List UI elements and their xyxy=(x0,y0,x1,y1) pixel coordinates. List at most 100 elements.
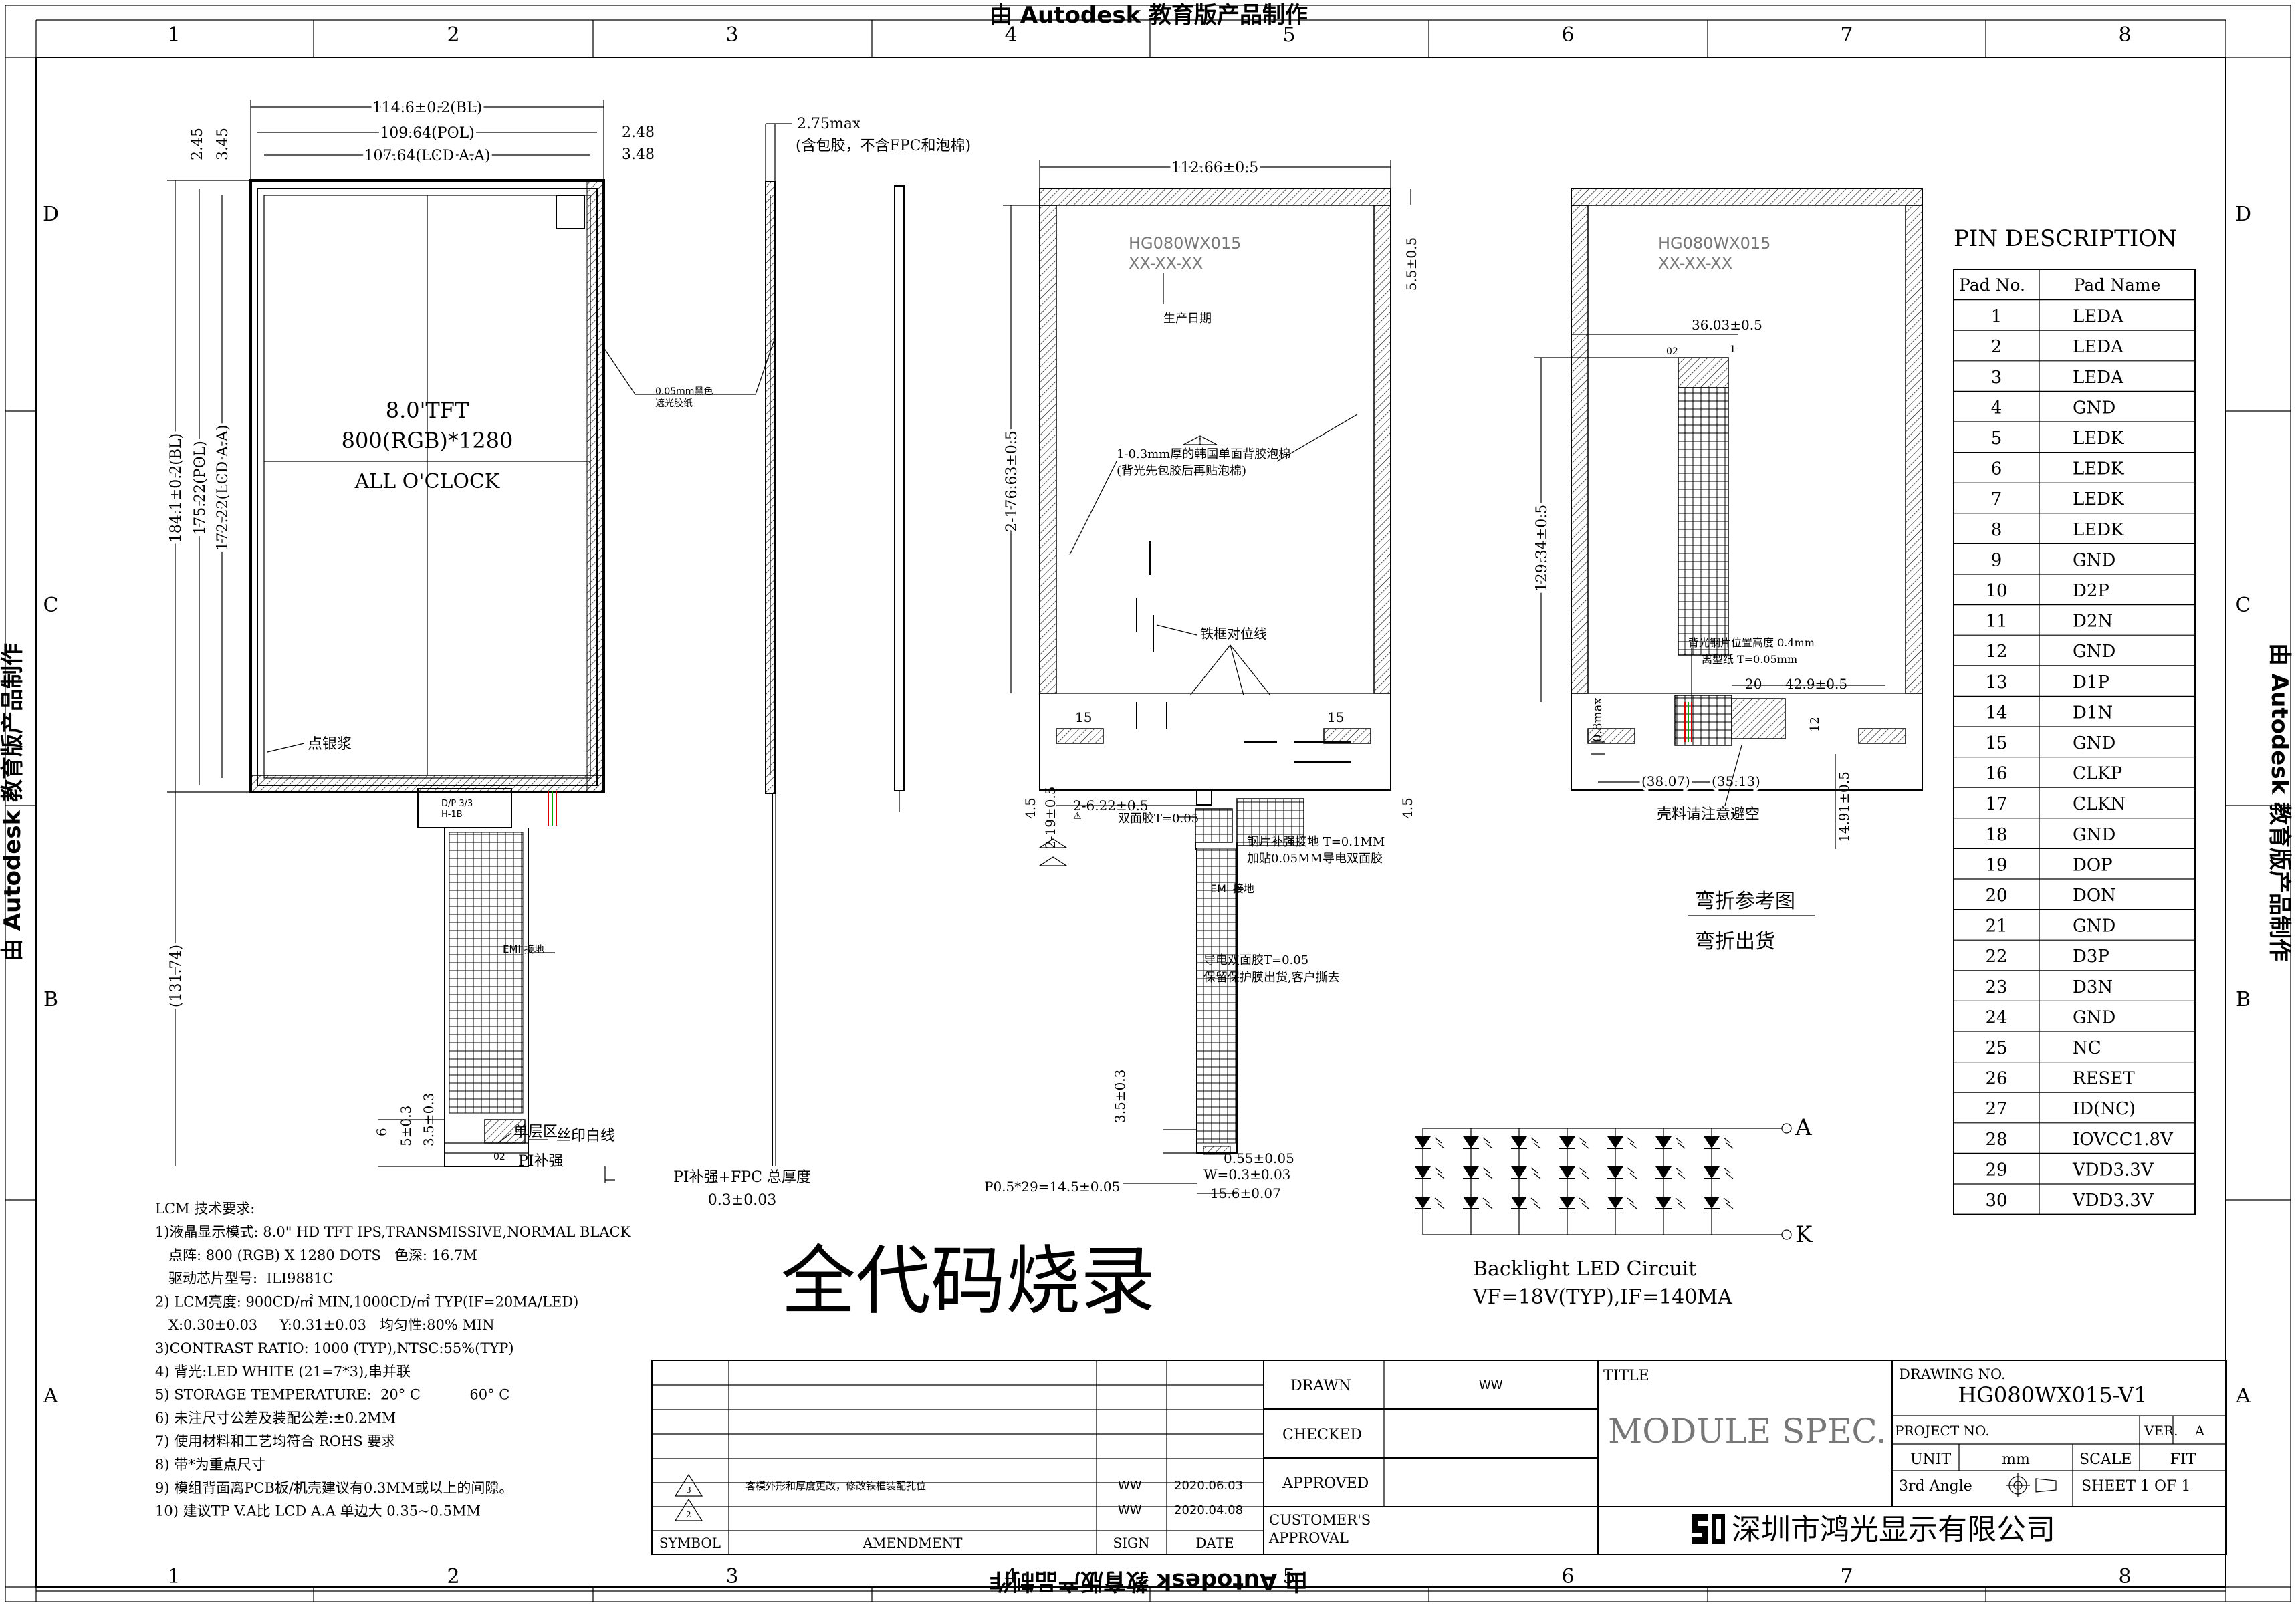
silver-paste-label: 点银浆 xyxy=(308,736,352,753)
pin-name: GND xyxy=(2073,398,2115,418)
angle-label: 3rd Angle xyxy=(1899,1478,1972,1495)
fpc-marking-line2: H-1B xyxy=(441,810,463,820)
pin-name: GND xyxy=(2073,642,2115,662)
pin-name: LEDK xyxy=(2073,428,2124,449)
pin-name: VDD3.3V xyxy=(2072,1160,2154,1180)
back-model-code: XX-XX-XX xyxy=(1129,254,1203,273)
dim-aa-width: 107.64(LCD A.A) xyxy=(364,148,491,164)
pin-number: 2 xyxy=(1991,337,2002,357)
watermark-bottom: 由 Autodesk 教育版产品制作 xyxy=(990,1568,1308,1594)
col-label-top: 3 xyxy=(725,23,738,47)
requirement-line: 点阵: 800 (RGB) X 1280 DOTS 色深: 16.7M xyxy=(155,1247,477,1263)
pin-name: LEDA xyxy=(2073,337,2124,357)
header-amendment: AMENDMENT xyxy=(863,1535,963,1551)
dim-thickness: 2.75max xyxy=(797,116,861,132)
dim-08: 0.8max xyxy=(1591,697,1605,742)
requirement-line: 驱动芯片型号: ILI9881C xyxy=(155,1271,334,1287)
svg-text:!: ! xyxy=(1198,437,1202,447)
unit-value: mm xyxy=(2002,1451,2030,1468)
amendment-table: 3 2 客模外形和厚度更改，修改铁框装配孔位 WW 2020.06.03 WW … xyxy=(652,1360,1264,1554)
scale-label: SCALE xyxy=(2079,1451,2132,1468)
pin-number: 30 xyxy=(1985,1191,2007,1211)
single-layer-label: 单层区 xyxy=(513,1124,558,1140)
requirement-line: 6) 未注尺寸公差及装配公差:±0.2MM xyxy=(155,1410,396,1426)
pin-number: 1 xyxy=(1991,307,2002,327)
pin-name: DOP xyxy=(2073,855,2113,875)
led-diode-icon xyxy=(1704,1197,1720,1209)
col-label-top: 5 xyxy=(1282,23,1295,47)
dim-aa-height: 172.22(LCD A.A) xyxy=(215,425,231,551)
pin-number: 23 xyxy=(1985,977,2007,997)
bend-pad1: 1 xyxy=(1730,344,1736,355)
dim-fpc-length: (131.74) xyxy=(168,945,185,1007)
pin-number: 26 xyxy=(1985,1069,2007,1089)
led-circuit: A K Backlight LED Circuit VF=18V(TYP),IF… xyxy=(1415,1114,1813,1309)
col-label-top: 2 xyxy=(447,23,459,47)
drawn-label: DRAWN xyxy=(1290,1378,1351,1394)
amendment-1-text: 客模外形和厚度更改，修改铁框装配孔位 xyxy=(745,1480,926,1492)
led-diode-icon xyxy=(1415,1197,1431,1209)
svg-text:⚠: ⚠ xyxy=(1073,811,1082,822)
col-label-bottom: 4 xyxy=(1004,1565,1017,1588)
bend-ref-subtitle: 弯折出货 xyxy=(1695,930,1775,953)
watermark-right: 由 Autodesk 教育版产品制作 xyxy=(2266,643,2293,961)
led-diode-icon xyxy=(1559,1166,1575,1179)
dim-bl-height: 184.1±0.2(BL) xyxy=(168,433,185,543)
pin-name: IOVCC1.8V xyxy=(2073,1130,2174,1150)
double-tape-label: 双面胶T=0.05 xyxy=(1118,812,1199,826)
pin-name: ID(NC) xyxy=(2073,1099,2136,1119)
tape-note-line2: 遮光胶纸 xyxy=(655,398,693,409)
dim-35-back: 3.5±0.3 xyxy=(1112,1070,1128,1123)
dim-20: 20 xyxy=(1745,676,1762,692)
pin-name: CLKN xyxy=(2073,794,2126,814)
amendment-1-date: 2020.06.03 xyxy=(1174,1479,1243,1493)
col-label-top: 8 xyxy=(2118,23,2131,47)
pin-number: 14 xyxy=(1985,703,2007,723)
col-label-bottom: 3 xyxy=(725,1565,738,1588)
pitch-dim: P0.5*29=14.5±0.05 xyxy=(984,1179,1120,1195)
watermark-top: 由 Autodesk 教育版产品制作 xyxy=(990,2,1308,29)
big-title: 全代码烧录 xyxy=(781,1238,1155,1325)
dim-side-55: 5.5±0.5 xyxy=(1403,237,1419,291)
pin-number: 24 xyxy=(1985,1007,2007,1027)
panel-size-text: 8.0'TFT xyxy=(386,398,469,423)
svg-text:2: 2 xyxy=(686,1510,691,1519)
pin-name: NC xyxy=(2073,1038,2101,1058)
pin-number: 13 xyxy=(1985,672,2007,693)
led-diode-icon xyxy=(1704,1136,1720,1148)
row-label-right: D xyxy=(2235,203,2251,226)
pin-number: 22 xyxy=(1985,947,2007,967)
company-name: 深圳市鸿光显示有限公司 xyxy=(1732,1513,2055,1547)
amendment-2-sign: WW xyxy=(1118,1503,1142,1517)
col-label-top: 1 xyxy=(167,23,180,47)
pin-number: 25 xyxy=(1985,1038,2007,1058)
emi-ground-label-front: EMI 接地 xyxy=(503,943,544,955)
conductive-tape: 导电双面胶T=0.05 xyxy=(1203,953,1308,967)
sheet-border xyxy=(5,5,2291,1602)
pin-number: 4 xyxy=(1991,398,2002,418)
dim-w: W=0.3±0.03 xyxy=(1203,1166,1290,1183)
led-diode-icon xyxy=(1511,1136,1527,1148)
cathode-label: K xyxy=(1795,1221,1813,1248)
anode-label: A xyxy=(1795,1114,1812,1141)
led-diode-icon xyxy=(1607,1166,1623,1179)
led-diode-icon xyxy=(1463,1166,1479,1179)
steel-note-2: 加贴0.05MM导电双面胶 xyxy=(1247,852,1383,866)
side-view: 2.75max (含包胶，不含FPC和泡棉) 0.05mm黑色 遮光胶纸 PI补… xyxy=(603,116,971,1209)
pin-name: LEDK xyxy=(2073,489,2124,509)
ver-label: VER. xyxy=(2144,1423,2178,1439)
panel-orientation-text: ALL O'CLOCK xyxy=(354,470,500,493)
dim-429: 42.9±0.5 xyxy=(1785,676,1847,692)
led-diode-icon xyxy=(1655,1197,1672,1209)
dim-3807: (38.07) xyxy=(1641,773,1690,789)
row-label-right: A xyxy=(2235,1384,2251,1408)
requirements-list: 1)液晶显示模式: 8.0" HD TFT IPS,TRANSMISSIVE,N… xyxy=(155,1224,631,1519)
fpc-marking-line1: D/P 3/3 xyxy=(441,799,473,809)
requirement-line: 5) STORAGE TEMPERATURE: 20° C 60° C xyxy=(155,1387,509,1403)
panel-resolution-text: 800(RGB)*1280 xyxy=(342,428,513,453)
dim-back-width: 112.66±0.5 xyxy=(1171,160,1258,176)
requirement-line: 9) 模组背面离PCB板/机壳建议有0.3MM或以上的间隙。 xyxy=(155,1480,513,1496)
